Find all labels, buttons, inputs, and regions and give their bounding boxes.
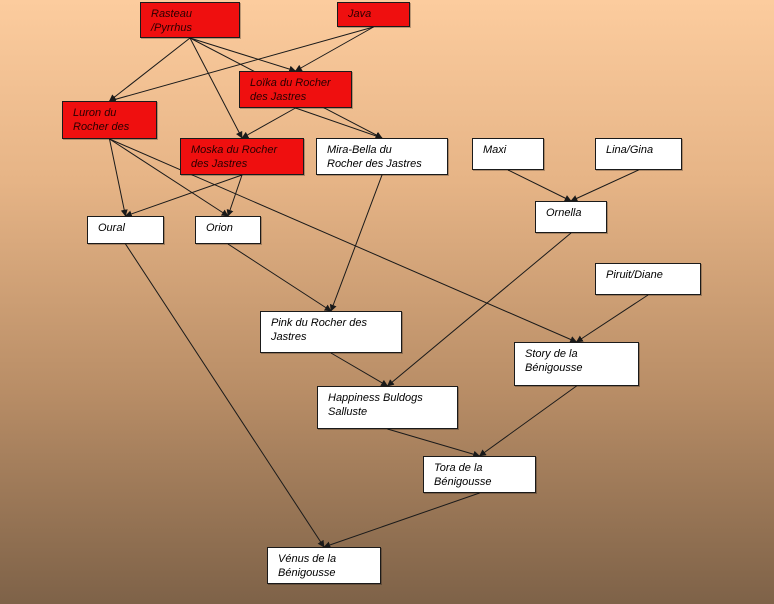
edge-rasteau-to-luron: [108, 37, 191, 102]
node-ornella: Ornella: [535, 201, 607, 233]
edge-loika-to-moska: [241, 107, 296, 139]
node-java: Java: [337, 2, 410, 27]
edge-lina-to-ornella: [570, 169, 639, 202]
edge-mira-to-pink: [329, 174, 383, 312]
node-venus-de-la-benigousse: Vénus de la Bénigousse: [267, 547, 381, 584]
node-oural: Oural: [87, 216, 164, 244]
edge-rasteau-to-moska: [189, 37, 243, 139]
node-piruit-diane: Piruit/Diane: [595, 263, 701, 295]
edge-maxi-to-ornella: [507, 169, 572, 202]
edge-luron-to-orion: [109, 138, 229, 217]
edge-pink-to-happiness: [330, 352, 389, 387]
node-moska-du-rocher-des-jastres: Moska du Rocher des Jastres: [180, 138, 304, 175]
node-luron-du-rocher-des: Luron du Rocher des: [62, 101, 157, 139]
edge-oural-to-venus: [125, 243, 325, 548]
edge-ornella-to-happiness: [386, 232, 572, 387]
edge-rasteau-to-loika: [189, 37, 297, 73]
edge-tora-to-venus: [323, 492, 480, 549]
edge-happiness-to-tora: [387, 428, 481, 458]
edge-java-to-luron: [108, 26, 374, 103]
node-lina-gina: Lina/Gina: [595, 138, 682, 170]
edge-orion-to-pink: [227, 243, 332, 312]
node-tora-de-la-benigousse: Tora de la Bénigousse: [423, 456, 536, 493]
node-story-de-la-benigousse: Story de la Bénigousse: [514, 342, 639, 386]
node-mira-bella-du-rocher-des-jastres: Mira-Bella du Rocher des Jastres: [316, 138, 448, 175]
edge-moska-to-oural: [124, 174, 243, 218]
edge-luron-to-oural: [109, 138, 128, 217]
edge-loika-to-mira: [295, 107, 383, 140]
node-loika-du-rocher-des-jastres: Loïka du Rocher des Jastres: [239, 71, 352, 108]
edge-java-to-loika: [294, 26, 374, 72]
edge-piruit-to-story: [575, 294, 649, 343]
node-pink-du-rocher-des-jastres: Pink du Rocher des Jastres: [260, 311, 402, 353]
edge-moska-to-orion: [226, 174, 243, 217]
node-rasteau-pyrrhus: Rasteau /Pyrrhus: [140, 2, 240, 38]
node-maxi: Maxi: [472, 138, 544, 170]
node-orion: Orion: [195, 216, 261, 244]
edge-story-to-tora: [478, 385, 577, 457]
node-happiness-buldogs-salluste: Happiness Buldogs Salluste: [317, 386, 458, 429]
